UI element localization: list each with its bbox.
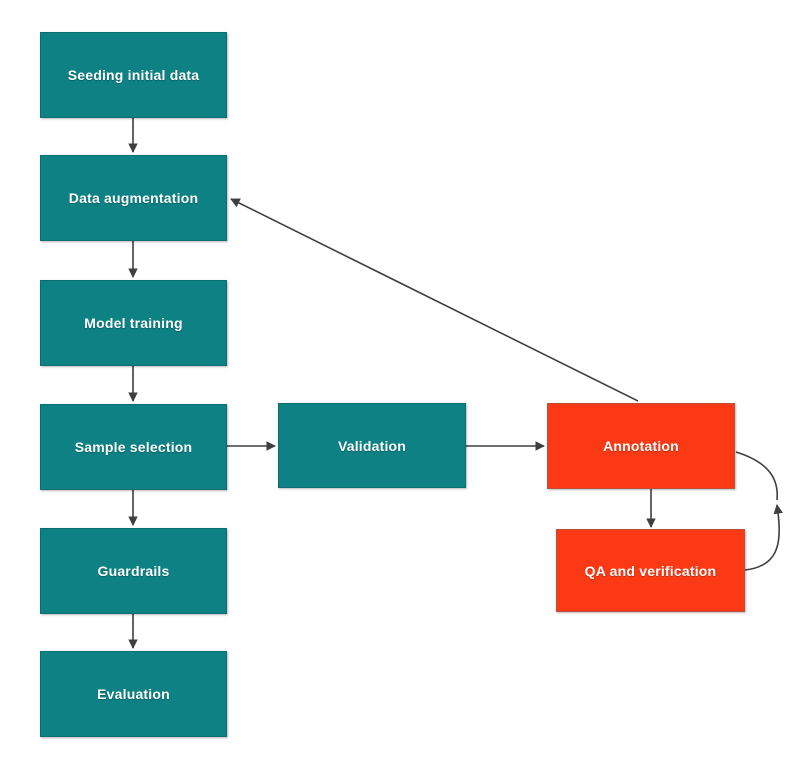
node-label: Data augmentation [68,190,199,206]
node-sample-selection[interactable]: Sample selection [40,404,227,490]
node-label: Model training [84,315,183,331]
node-model-training[interactable]: Model training [40,280,227,366]
node-label: Annotation [603,438,679,454]
node-qa-and-verification[interactable]: QA and verification [556,529,745,612]
edge-qa-to-annotation [744,504,783,571]
node-validation[interactable]: Validation [278,403,466,488]
node-label: Validation [337,437,407,454]
node-label: Guardrails [97,563,170,579]
node-guardrails[interactable]: Guardrails [40,528,227,614]
node-evaluation[interactable]: Evaluation [40,651,227,737]
node-annotation[interactable]: Annotation [547,403,735,489]
node-label: Seeding initial data [67,67,200,83]
node-label: QA and verification [584,562,717,579]
node-data-augmentation[interactable]: Data augmentation [40,155,227,241]
edge-annotation-to-augmentation [230,198,639,402]
node-seeding-initial-data[interactable]: Seeding initial data [40,32,227,118]
edge-annotation-loop-return [735,451,778,501]
node-label: Sample selection [74,439,193,455]
node-label: Evaluation [97,686,170,702]
